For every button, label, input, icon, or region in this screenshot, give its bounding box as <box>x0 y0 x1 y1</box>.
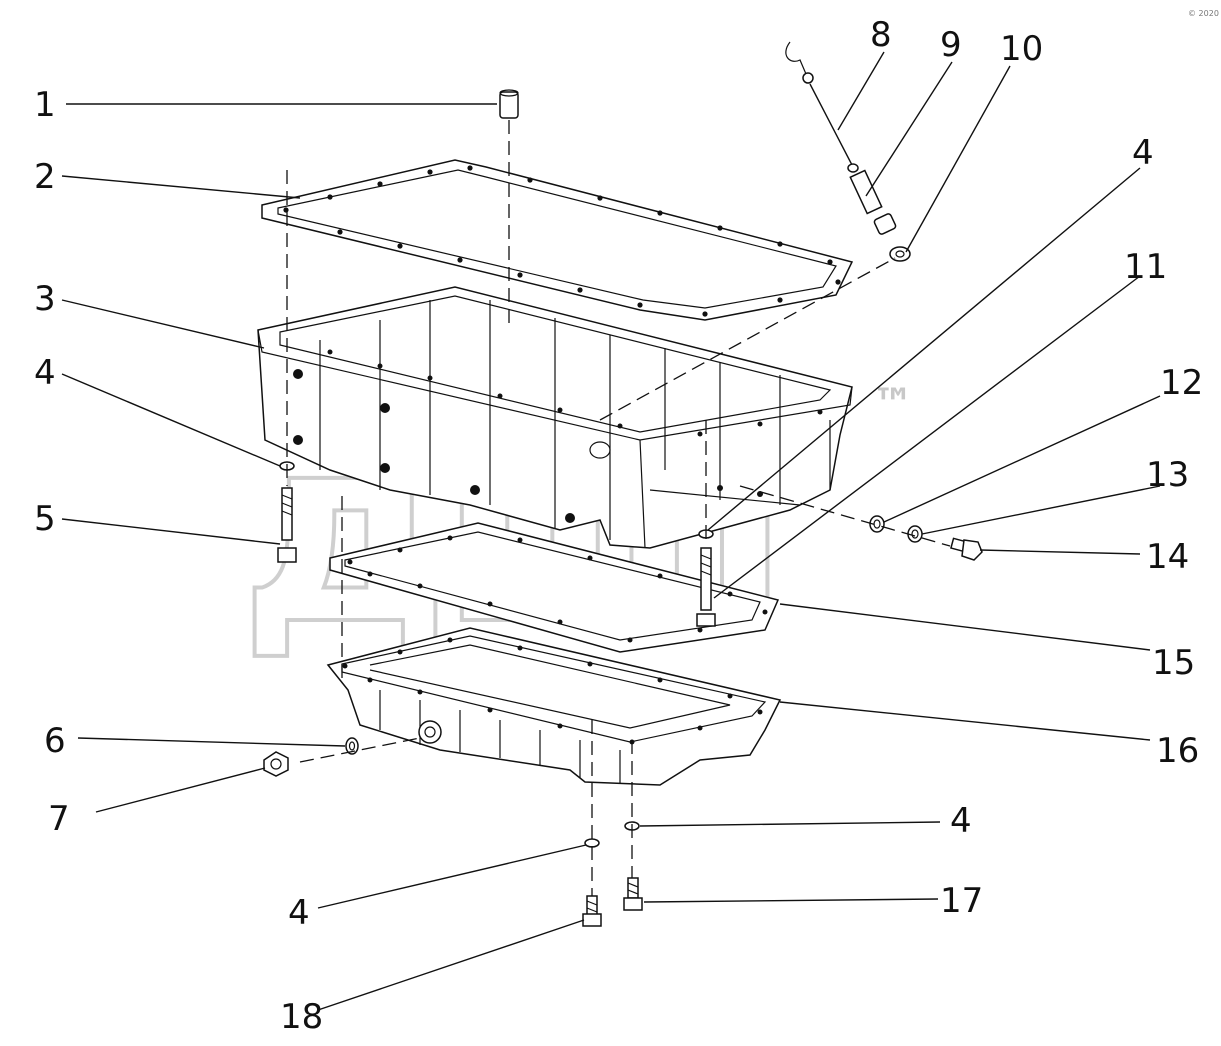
callout-17: 17 <box>940 881 983 921</box>
assembly-lines <box>286 120 951 896</box>
callout-4: 4 <box>34 353 56 393</box>
bolt-11 <box>696 547 716 627</box>
washer-4d <box>584 838 600 848</box>
corner-mark: © 2020 <box>1188 9 1219 18</box>
watermark-trademark: ™ <box>872 379 914 428</box>
dipstick-assembly <box>785 41 911 262</box>
callout-7: 7 <box>48 799 70 839</box>
bolt-17 <box>623 877 643 911</box>
callout-12: 12 <box>1160 363 1203 403</box>
washer-6 <box>345 737 359 755</box>
callout-10: 10 <box>1000 29 1043 69</box>
upper-gasket <box>261 159 854 321</box>
callout-18: 18 <box>280 997 323 1037</box>
callout-1: 1 <box>34 85 56 125</box>
leader-lines <box>61 51 1161 1011</box>
callout-5: 5 <box>34 499 56 539</box>
plug-14 <box>950 537 983 561</box>
callout-16: 16 <box>1156 731 1199 771</box>
lower-oil-pan <box>326 627 782 786</box>
callout-3: 3 <box>34 279 56 319</box>
callout-11: 11 <box>1124 247 1167 287</box>
bolt-5 <box>277 487 297 563</box>
lower-gasket <box>329 522 780 653</box>
callout-labels: 1 2 3 4 5 6 7 8 9 10 4 11 12 13 14 15 16… <box>34 15 1203 1037</box>
callout-4-pan: 4 <box>1132 133 1154 173</box>
callout-13: 13 <box>1146 455 1189 495</box>
callout-2: 2 <box>34 157 56 197</box>
washer-12 <box>869 515 885 533</box>
callout-8: 8 <box>870 15 892 55</box>
callout-4-bottom: 4 <box>288 893 310 933</box>
upper-oil-pan <box>257 286 853 549</box>
callout-4-lower: 4 <box>950 801 972 841</box>
callout-9: 9 <box>940 25 962 65</box>
plug-7 <box>263 751 289 777</box>
bolt-18 <box>582 895 602 927</box>
dowel-pin <box>499 89 519 119</box>
callout-14: 14 <box>1146 537 1189 577</box>
callout-15: 15 <box>1152 643 1195 683</box>
callout-6: 6 <box>44 721 66 761</box>
